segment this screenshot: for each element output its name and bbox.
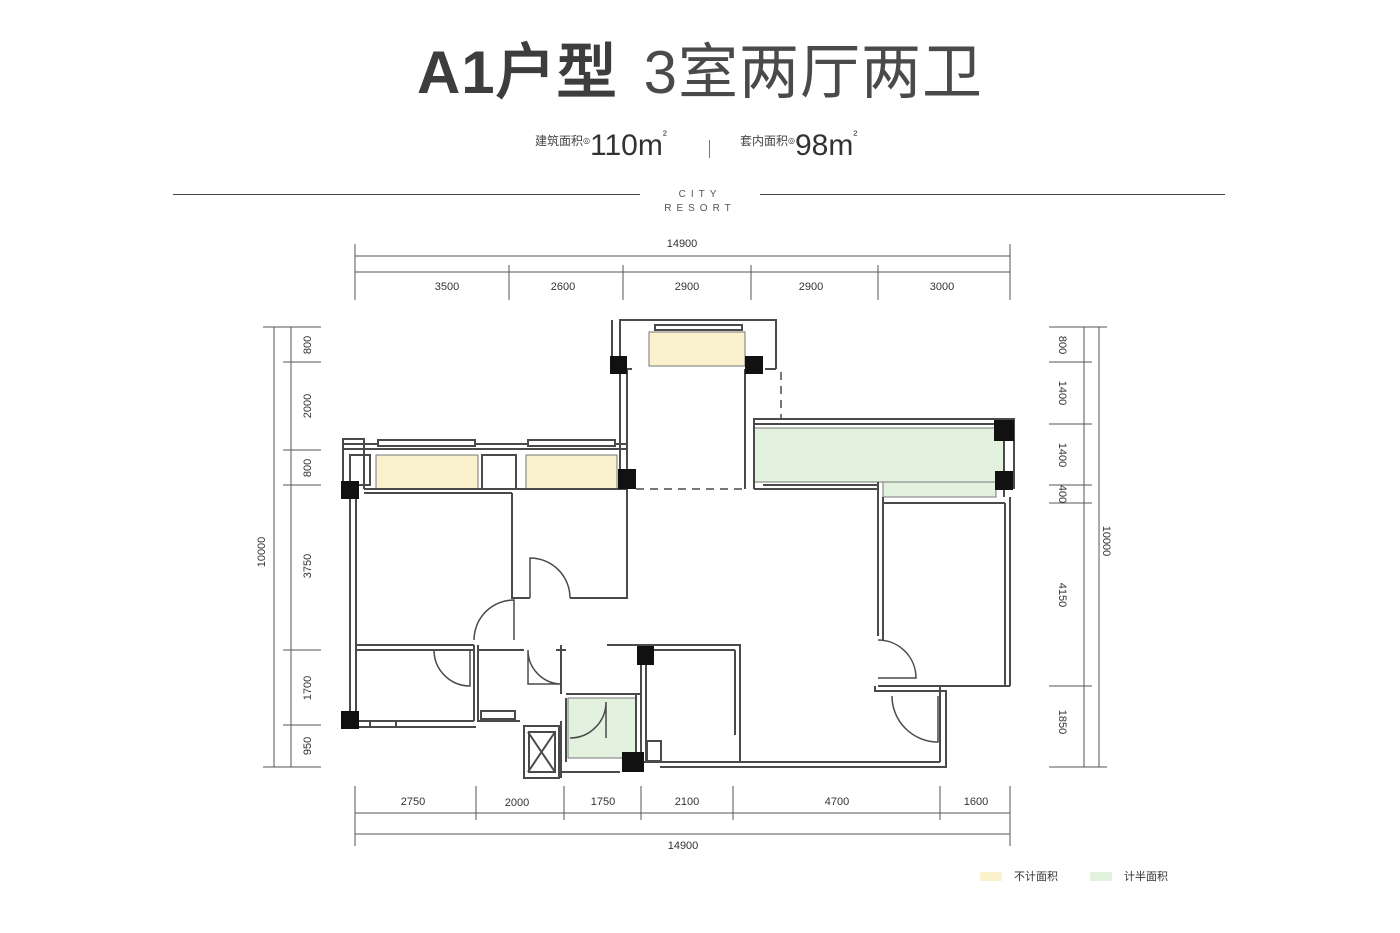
not-counted-areas <box>375 331 746 490</box>
dim-right-3: 1400 <box>1056 443 1068 467</box>
legend-swatch-not-counted <box>980 871 1002 881</box>
building-area-unit-sup: ² <box>662 128 667 142</box>
dim-right-total: 10000 <box>1100 526 1112 557</box>
dim-right-6: 1850 <box>1056 710 1068 734</box>
unit-type-title: A1户型 <box>416 39 618 106</box>
door-bathroom <box>527 649 563 685</box>
plan-title: A1户型 3室两厅两卫 <box>0 38 1400 108</box>
half-counted-areas <box>567 427 1005 759</box>
living-balcony-step <box>882 481 997 498</box>
dim-left-total: 10000 <box>256 537 268 568</box>
service-balcony <box>567 697 637 759</box>
dashed-boundaries <box>636 372 782 490</box>
dim-bottom-2: 2000 <box>505 797 529 809</box>
dim-left-6: 950 <box>302 737 314 755</box>
door-service-balcony <box>569 701 607 739</box>
inner-area-value: 98m <box>795 129 854 162</box>
living-balcony <box>753 427 1005 483</box>
dim-right-1: 800 <box>1056 336 1068 354</box>
dim-bottom-5: 4700 <box>825 796 849 808</box>
divider-line-left <box>173 194 640 195</box>
dimension-lines <box>263 244 1107 846</box>
dim-right-4: 400 <box>1056 485 1068 503</box>
dim-bottom-3: 1750 <box>591 796 615 808</box>
inner-area-label: 套内面积 <box>740 134 789 148</box>
area-info: 建筑面积◎110m² 套内面积◎98m² <box>0 128 1400 168</box>
door-bedroom-2 <box>529 557 571 599</box>
dim-top-3: 2900 <box>675 281 699 293</box>
dim-top-5: 3000 <box>930 281 954 293</box>
dim-bottom-4: 2100 <box>675 796 699 808</box>
inner-area-dot: ◎ <box>788 136 795 145</box>
legend-swatch-half-counted <box>1090 871 1112 881</box>
pillars <box>341 356 1014 772</box>
dim-right-5: 4150 <box>1056 583 1068 607</box>
legend-label-not-counted: 不计面积 <box>1014 871 1058 883</box>
divider-line-right <box>760 194 1225 195</box>
dim-bottom-total: 14900 <box>668 840 699 852</box>
balcony-top <box>648 331 746 367</box>
dim-bottom-6: 1600 <box>964 796 988 808</box>
area-divider <box>709 140 710 158</box>
dim-bottom-1: 2750 <box>401 796 425 808</box>
doors <box>433 557 939 743</box>
building-area-dot: ◎ <box>583 136 590 145</box>
walls <box>342 319 1015 779</box>
legend-half-counted: 计半面积 <box>1090 868 1168 884</box>
inner-area: 套内面积◎98m² <box>740 128 857 168</box>
building-area: 建筑面积◎110m² <box>535 128 667 168</box>
inner-area-unit-sup: ² <box>853 128 858 142</box>
legend-label-half-counted: 计半面积 <box>1124 871 1168 883</box>
room-layout-title: 3室两厅两卫 <box>643 39 984 106</box>
building-area-label: 建筑面积 <box>535 134 584 148</box>
door-bedroom-3 <box>433 649 471 687</box>
dimension-labels: 14900 3500 2600 2900 2900 3000 2750 2000… <box>256 238 1112 852</box>
building-area-value: 110m <box>590 129 663 162</box>
door-corridor <box>473 599 515 641</box>
balcony-bedroom-2 <box>525 454 618 490</box>
balcony-bedroom-1 <box>375 454 479 490</box>
dim-top-4: 2900 <box>799 281 823 293</box>
dim-top-1: 3500 <box>435 281 459 293</box>
dim-right-2: 1400 <box>1056 381 1068 405</box>
dim-top-total: 14900 <box>667 238 698 250</box>
dim-left-4: 3750 <box>302 554 314 578</box>
legend-not-counted: 不计面积 <box>980 868 1058 884</box>
brand-text: CITY RESORT <box>640 188 760 216</box>
dim-left-2: 2000 <box>302 394 314 418</box>
dim-left-5: 1700 <box>302 676 314 700</box>
dim-left-1: 800 <box>302 336 314 354</box>
dim-top-2: 2600 <box>551 281 575 293</box>
dim-left-3: 800 <box>302 459 314 477</box>
door-master <box>877 639 917 679</box>
door-entrance <box>891 695 939 743</box>
